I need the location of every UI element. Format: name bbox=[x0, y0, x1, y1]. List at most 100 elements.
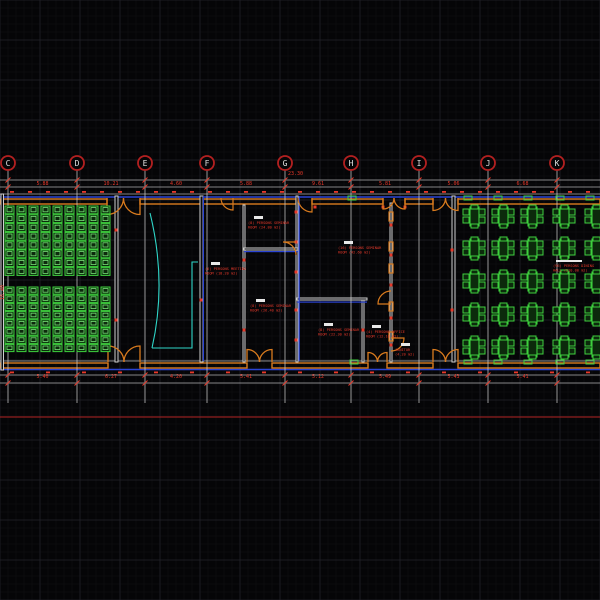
auditorium-seat[interactable] bbox=[88, 258, 99, 268]
dining-table[interactable] bbox=[527, 304, 538, 325]
auditorium-seat[interactable] bbox=[64, 335, 75, 344]
auditorium-seat[interactable] bbox=[76, 335, 87, 344]
column-bubble[interactable] bbox=[137, 155, 153, 171]
auditorium-seat[interactable] bbox=[4, 302, 15, 312]
auditorium-seat[interactable] bbox=[16, 258, 27, 268]
auditorium-seat[interactable] bbox=[88, 231, 99, 241]
auditorium-seat[interactable] bbox=[28, 311, 39, 320]
auditorium-seat[interactable] bbox=[16, 343, 27, 353]
auditorium-seat[interactable] bbox=[52, 267, 63, 276]
auditorium-seat[interactable] bbox=[52, 319, 63, 328]
auditorium-seat[interactable] bbox=[52, 294, 63, 303]
auditorium-seat[interactable] bbox=[28, 223, 39, 232]
auditorium-seat[interactable] bbox=[64, 294, 75, 303]
auditorium-seat[interactable] bbox=[28, 249, 39, 259]
auditorium-seat[interactable] bbox=[4, 223, 15, 232]
auditorium-seat[interactable] bbox=[16, 231, 27, 241]
auditorium-seat[interactable] bbox=[100, 343, 111, 353]
auditorium-seat[interactable] bbox=[16, 240, 27, 250]
auditorium-seat[interactable] bbox=[100, 327, 111, 336]
auditorium-seat[interactable] bbox=[100, 286, 111, 295]
auditorium-seat[interactable] bbox=[4, 294, 15, 303]
auditorium-seat[interactable] bbox=[64, 205, 75, 215]
dining-table[interactable] bbox=[591, 238, 600, 259]
auditorium-seat[interactable] bbox=[52, 302, 63, 312]
auditorium-seat[interactable] bbox=[28, 240, 39, 250]
auditorium-seat[interactable] bbox=[52, 327, 63, 336]
auditorium-seat[interactable] bbox=[52, 205, 63, 215]
auditorium-seat[interactable] bbox=[88, 205, 99, 215]
auditorium-seat[interactable] bbox=[100, 294, 111, 303]
auditorium-seat[interactable] bbox=[4, 286, 15, 295]
dining-table[interactable] bbox=[469, 337, 480, 358]
auditorium-seat[interactable] bbox=[64, 286, 75, 295]
auditorium-seat[interactable] bbox=[16, 214, 27, 224]
auditorium-seat[interactable] bbox=[16, 267, 27, 276]
auditorium-seat[interactable] bbox=[76, 294, 87, 303]
column-bubble[interactable] bbox=[69, 155, 85, 171]
dining-table[interactable] bbox=[469, 271, 480, 292]
auditorium-seat[interactable] bbox=[16, 205, 27, 215]
auditorium-seat[interactable] bbox=[52, 343, 63, 353]
auditorium-seat[interactable] bbox=[40, 205, 51, 215]
auditorium-seat[interactable] bbox=[40, 343, 51, 353]
auditorium-seat[interactable] bbox=[4, 311, 15, 320]
auditorium-seat[interactable] bbox=[40, 335, 51, 344]
auditorium-seat[interactable] bbox=[76, 205, 87, 215]
auditorium-seat[interactable] bbox=[52, 240, 63, 250]
auditorium-seat[interactable] bbox=[64, 258, 75, 268]
auditorium-seat[interactable] bbox=[28, 258, 39, 268]
auditorium-seat[interactable] bbox=[4, 249, 15, 259]
auditorium-seat[interactable] bbox=[28, 294, 39, 303]
auditorium-seat[interactable] bbox=[76, 267, 87, 276]
auditorium-seat[interactable] bbox=[16, 249, 27, 259]
auditorium-seat[interactable] bbox=[52, 249, 63, 259]
auditorium-seat[interactable] bbox=[100, 214, 111, 224]
auditorium-seat[interactable] bbox=[64, 223, 75, 232]
auditorium-seat[interactable] bbox=[40, 327, 51, 336]
auditorium-seat[interactable] bbox=[28, 335, 39, 344]
auditorium-seat[interactable] bbox=[40, 286, 51, 295]
auditorium-seat[interactable] bbox=[52, 286, 63, 295]
dining-table[interactable] bbox=[559, 238, 570, 259]
auditorium-seat[interactable] bbox=[100, 249, 111, 259]
auditorium-seat[interactable] bbox=[100, 231, 111, 241]
dining-table[interactable] bbox=[527, 337, 538, 358]
auditorium-seat[interactable] bbox=[28, 343, 39, 353]
auditorium-seat[interactable] bbox=[88, 311, 99, 320]
auditorium-seat[interactable] bbox=[76, 231, 87, 241]
auditorium-seat[interactable] bbox=[40, 214, 51, 224]
auditorium-seat[interactable] bbox=[64, 240, 75, 250]
auditorium-seat[interactable] bbox=[88, 327, 99, 336]
auditorium-seat[interactable] bbox=[88, 223, 99, 232]
auditorium-seat[interactable] bbox=[28, 214, 39, 224]
auditorium-seat[interactable] bbox=[64, 302, 75, 312]
auditorium-seat[interactable] bbox=[4, 319, 15, 328]
auditorium-seat[interactable] bbox=[100, 302, 111, 312]
auditorium-seat[interactable] bbox=[16, 223, 27, 232]
auditorium-seat[interactable] bbox=[88, 294, 99, 303]
dining-table[interactable] bbox=[591, 304, 600, 325]
column-bubble[interactable] bbox=[549, 155, 565, 171]
dining-table[interactable] bbox=[559, 206, 570, 227]
auditorium-seat[interactable] bbox=[64, 311, 75, 320]
auditorium-seat[interactable] bbox=[40, 294, 51, 303]
column-bubble[interactable] bbox=[480, 155, 496, 171]
auditorium-seat[interactable] bbox=[76, 311, 87, 320]
auditorium-seat[interactable] bbox=[16, 311, 27, 320]
auditorium-seat[interactable] bbox=[76, 258, 87, 268]
dining-table[interactable] bbox=[498, 238, 509, 259]
dining-table[interactable] bbox=[559, 271, 570, 292]
auditorium-seat[interactable] bbox=[4, 327, 15, 336]
auditorium-seat[interactable] bbox=[100, 311, 111, 320]
auditorium-seat[interactable] bbox=[16, 319, 27, 328]
auditorium-seat[interactable] bbox=[64, 327, 75, 336]
auditorium-seat[interactable] bbox=[88, 214, 99, 224]
auditorium-seat[interactable] bbox=[88, 249, 99, 259]
dining-table[interactable] bbox=[591, 206, 600, 227]
auditorium-seat[interactable] bbox=[28, 286, 39, 295]
dining-table[interactable] bbox=[559, 304, 570, 325]
auditorium-seat[interactable] bbox=[88, 267, 99, 276]
auditorium-seat[interactable] bbox=[28, 205, 39, 215]
